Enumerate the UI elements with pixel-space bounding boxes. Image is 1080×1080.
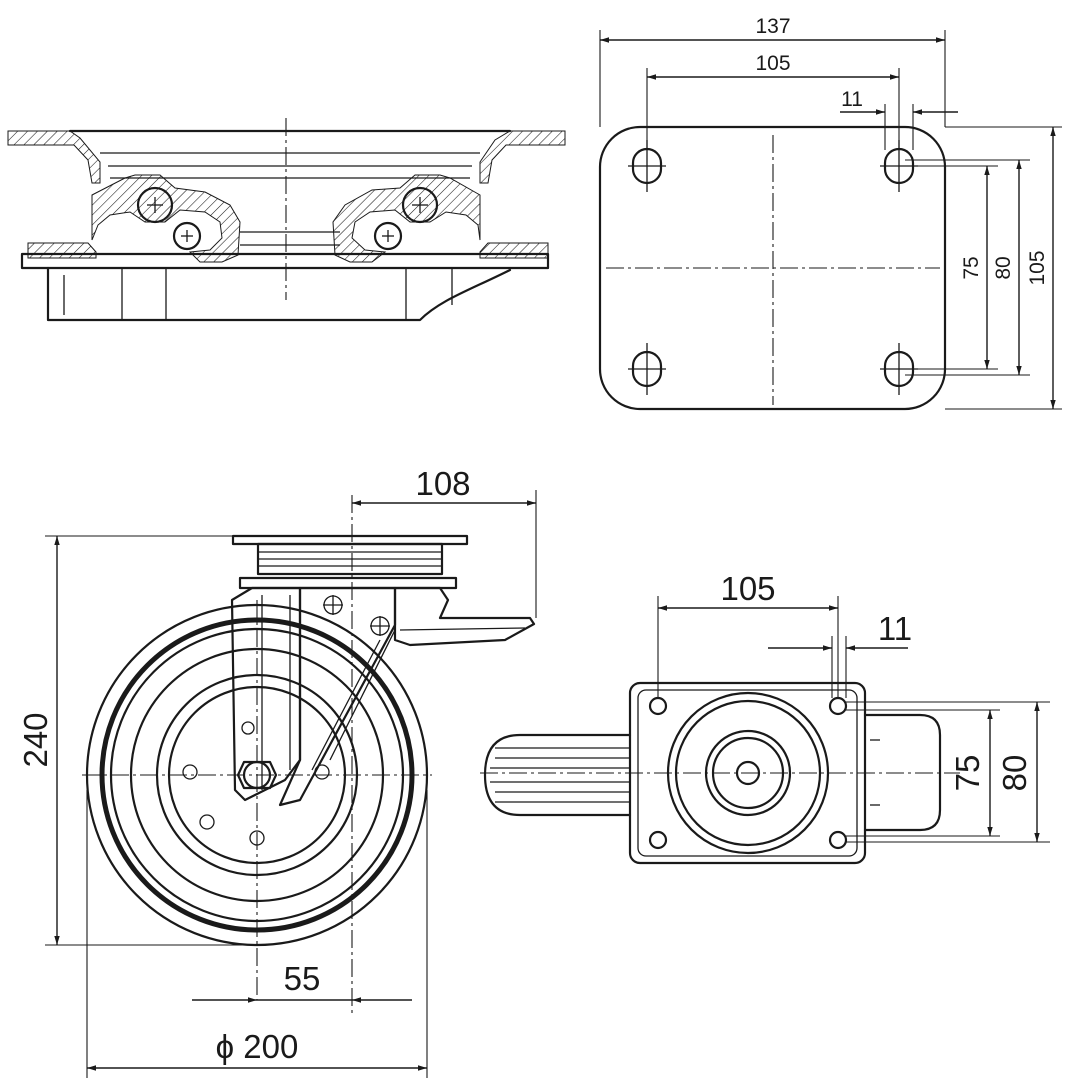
dim-overall-height: 105 <box>1026 127 1056 409</box>
pivot-marker <box>370 616 390 636</box>
dim-side-bolt-height-max-label: 80 <box>996 755 1033 792</box>
dim-side-bolt-width: 105 <box>657 570 839 698</box>
dim-side-slot: 11 <box>768 610 912 698</box>
dim-bolt-width: 105 <box>646 52 900 150</box>
top-plate-view: 137 105 11 75 80 <box>598 15 1062 411</box>
dim-bolt-width-label: 105 <box>755 52 790 75</box>
side-view: 105 11 75 80 <box>480 570 1050 865</box>
front-view: 108 240 55 ϕ 200 <box>17 465 537 1078</box>
dim-overall-width: 137 <box>599 15 946 127</box>
dim-offset: 108 <box>352 465 537 618</box>
dim-swivel-offset-label: 55 <box>284 960 321 997</box>
dim-height-label: 240 <box>17 712 54 767</box>
dim-bolt-height-min: 75 <box>960 166 990 369</box>
dim-height: 240 <box>17 535 257 946</box>
bearing-ball <box>373 221 403 251</box>
dim-wheel-diameter: ϕ 200 <box>86 790 428 1078</box>
dim-slot: 11 <box>840 88 958 150</box>
pivot-marker <box>323 595 343 615</box>
wheel-side <box>483 733 632 817</box>
bolt-slot <box>628 343 666 395</box>
dim-bolt-height-max-label: 80 <box>992 256 1015 279</box>
brake-pedal <box>393 586 536 647</box>
dim-bolt-height-max: 80 <box>992 160 1022 375</box>
dim-wheel-diameter-label: ϕ 200 <box>216 1028 299 1065</box>
dim-offset-label: 108 <box>415 465 470 502</box>
dim-overall-width-label: 137 <box>755 15 790 38</box>
dim-swivel-offset: 55 <box>192 960 412 1003</box>
swivel-head <box>231 534 469 590</box>
dim-bolt-height-min-label: 75 <box>960 256 983 279</box>
section-view <box>7 118 566 322</box>
dim-side-slot-label: 11 <box>878 610 912 647</box>
bearing-ball <box>172 221 202 251</box>
dim-side-bolt-height-min-label: 75 <box>949 755 986 792</box>
bearing-ball <box>136 186 174 224</box>
dim-side-bolt-width-label: 105 <box>720 570 775 607</box>
mounting-plate-outline <box>598 125 947 411</box>
dim-side-bolt-height-max: 80 <box>996 702 1040 842</box>
dim-overall-height-label: 105 <box>1026 250 1049 285</box>
dim-side-bolt-height-min: 75 <box>949 710 993 836</box>
bearing-ball <box>401 186 439 224</box>
dim-slot-label: 11 <box>841 88 863 111</box>
